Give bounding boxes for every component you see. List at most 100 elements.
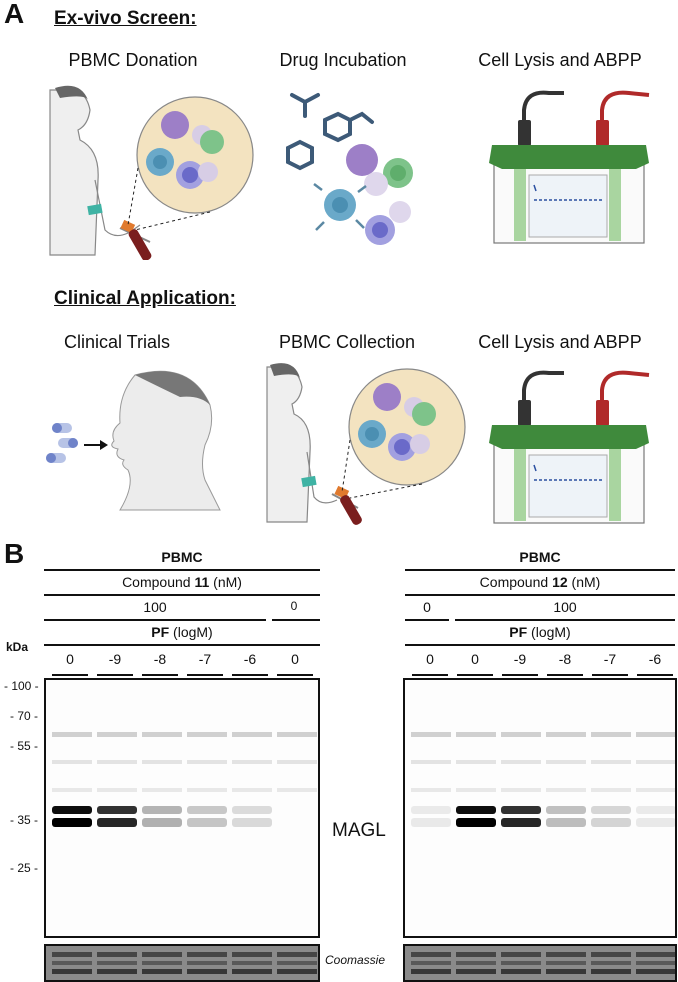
left-bg-band bbox=[232, 732, 272, 737]
left-pf: PF bbox=[151, 624, 170, 640]
left-bg-band bbox=[277, 760, 317, 764]
left-magl-band-upper bbox=[52, 806, 92, 814]
right-conc-b: 100 bbox=[553, 599, 577, 615]
clinical-trials-illustration bbox=[46, 370, 221, 511]
left-conc-a: 100 bbox=[143, 599, 167, 615]
right-bg-band bbox=[501, 760, 541, 764]
right-magl-band-lower bbox=[636, 818, 675, 827]
left-bg-band bbox=[97, 760, 137, 764]
left-compound-prefix: Compound bbox=[122, 574, 195, 590]
right-rule-4 bbox=[405, 644, 675, 646]
right-lane-label: -7 bbox=[603, 651, 617, 667]
left-coomassie-band bbox=[187, 969, 227, 974]
left-coomassie-band bbox=[232, 952, 272, 957]
left-lane-label: -8 bbox=[153, 651, 167, 667]
left-coomassie-band bbox=[232, 961, 272, 965]
left-bg-band bbox=[277, 788, 317, 792]
step-pbmc-collection: PBMC Collection bbox=[278, 332, 416, 352]
right-lane-rule bbox=[457, 674, 493, 676]
left-bg-band bbox=[142, 732, 182, 737]
right-bg-band bbox=[636, 788, 675, 792]
right-lane-rule bbox=[502, 674, 538, 676]
ex-vivo-title: Ex-vivo Screen: bbox=[54, 8, 197, 29]
left-coomassie-band bbox=[187, 961, 227, 965]
left-lane-rule bbox=[97, 674, 133, 676]
marker-100: - 100 - bbox=[4, 679, 39, 693]
right-compound-number: 12 bbox=[552, 574, 568, 590]
marker-35: - 35 - bbox=[10, 813, 39, 827]
left-conc-b: 0 bbox=[290, 599, 298, 613]
left-lane-rule bbox=[187, 674, 223, 676]
right-coomassie-band bbox=[501, 961, 541, 965]
left-magl-band-lower bbox=[52, 818, 92, 827]
right-bg-band bbox=[456, 788, 496, 792]
right-lane-rule bbox=[592, 674, 628, 676]
left-magl-band-lower bbox=[232, 818, 272, 827]
panel-letter-b: B bbox=[4, 538, 25, 569]
left-coomassie-band bbox=[277, 952, 317, 957]
left-lane-rule bbox=[277, 674, 313, 676]
left-lane-label: 0 bbox=[66, 651, 74, 667]
step-cell-lysis-2: Cell Lysis and ABPP bbox=[478, 332, 642, 352]
left-bg-band bbox=[277, 732, 317, 737]
left-blot bbox=[44, 678, 320, 938]
right-bg-band bbox=[501, 788, 541, 792]
pbmc-donation-illustration bbox=[49, 85, 254, 260]
marker-55: - 55 - bbox=[10, 739, 39, 753]
left-lane-label: -6 bbox=[243, 651, 257, 667]
right-magl-band-upper bbox=[501, 806, 541, 814]
right-coomassie-strip bbox=[403, 944, 677, 982]
left-coomassie-band bbox=[52, 952, 92, 957]
left-bg-band bbox=[187, 788, 227, 792]
kda-label: kDa bbox=[6, 640, 29, 654]
right-coomassie-band bbox=[591, 961, 631, 965]
right-coomassie-band bbox=[501, 952, 541, 957]
left-rule-3b bbox=[272, 619, 320, 621]
right-sample-label: PBMC bbox=[519, 549, 561, 565]
left-pf-label: PF (logM) bbox=[44, 624, 320, 640]
step-cell-lysis-1: Cell Lysis and ABPP bbox=[478, 50, 642, 70]
step-pbmc-donation: PBMC Donation bbox=[68, 50, 198, 70]
right-bg-band bbox=[456, 732, 496, 737]
magl-label: MAGL bbox=[332, 820, 386, 841]
right-blot bbox=[403, 678, 677, 938]
right-magl-band-upper bbox=[591, 806, 631, 814]
right-coomassie-band bbox=[591, 969, 631, 974]
right-bg-band bbox=[546, 788, 586, 792]
right-lane-label: -6 bbox=[648, 651, 662, 667]
right-coomassie-band bbox=[546, 952, 586, 957]
right-bg-band bbox=[591, 760, 631, 764]
left-blot-image bbox=[52, 732, 317, 827]
left-coomassie-band bbox=[277, 961, 317, 965]
left-coomassie-band bbox=[97, 969, 137, 974]
right-conc-a: 0 bbox=[423, 599, 431, 615]
left-bg-band bbox=[142, 788, 182, 792]
right-magl-band-lower bbox=[501, 818, 541, 827]
left-lane-rule bbox=[142, 674, 178, 676]
right-compound-suffix: (nM) bbox=[567, 574, 601, 590]
left-coomassie-band bbox=[142, 969, 182, 974]
panel-letter-a: A bbox=[4, 0, 25, 29]
left-coomassie-band bbox=[97, 952, 137, 957]
left-magl-band-upper bbox=[142, 806, 182, 814]
right-compound-prefix: Compound bbox=[479, 574, 553, 590]
left-rule-4 bbox=[44, 644, 320, 646]
left-lane-label: -9 bbox=[108, 651, 122, 667]
right-magl-band-upper bbox=[456, 806, 496, 814]
right-coomassie-band bbox=[591, 952, 631, 957]
drug-incubation-illustration bbox=[286, 93, 413, 245]
right-bg-band bbox=[456, 760, 496, 764]
left-bg-band bbox=[97, 732, 137, 737]
electrophoresis-apparatus-1 bbox=[489, 90, 650, 244]
left-coomassie-band bbox=[232, 969, 272, 974]
right-lane-label: 0 bbox=[471, 651, 479, 667]
right-bg-band bbox=[636, 732, 675, 737]
marker-70: - 70 - bbox=[10, 709, 39, 723]
right-coomassie-band bbox=[411, 961, 451, 965]
step-drug-incubation: Drug Incubation bbox=[279, 50, 407, 70]
electrophoresis-apparatus-2 bbox=[489, 370, 650, 524]
right-magl-band-lower bbox=[456, 818, 496, 827]
right-lane-rule bbox=[547, 674, 583, 676]
left-coomassie-strip bbox=[44, 944, 320, 982]
right-lane-rule bbox=[637, 674, 673, 676]
